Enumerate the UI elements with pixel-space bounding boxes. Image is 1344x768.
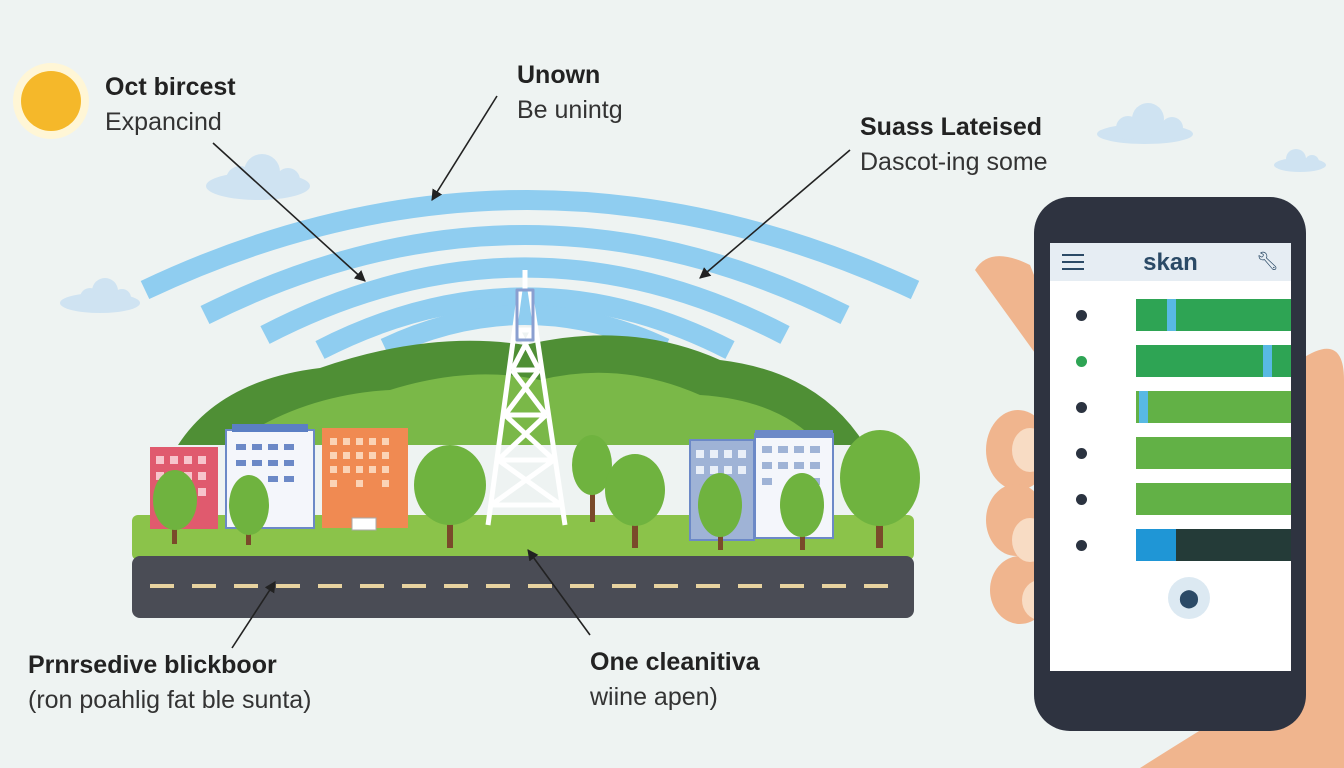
app-title: skan — [1143, 249, 1198, 276]
tree-icon — [780, 473, 824, 550]
building-icon — [322, 428, 408, 531]
tree-icon — [605, 454, 665, 548]
cloud-icon — [206, 154, 310, 200]
tree-icon — [572, 435, 612, 522]
cloud-icon — [1097, 103, 1193, 144]
label-top-center-title: Unown — [517, 61, 601, 89]
list-item-bar-marker — [1263, 345, 1272, 377]
tree-icon — [153, 470, 197, 544]
road — [132, 556, 914, 618]
label-top-left: Oct bircest Expancind — [105, 70, 236, 140]
label-top-left-subtitle: Expancind — [105, 108, 222, 136]
list-item-bar — [1136, 483, 1291, 515]
list-item-bar-marker — [1139, 391, 1148, 423]
list-item[interactable] — [1076, 299, 1291, 331]
label-bottom-left-title: Prnrsedive blickboor — [28, 651, 277, 679]
list-item[interactable] — [1076, 345, 1291, 377]
tree-icon — [698, 473, 742, 550]
label-bottom-center-subtitle: wiine apen) — [590, 683, 718, 711]
list-item-bar — [1136, 391, 1291, 423]
list-item-bar — [1136, 345, 1291, 377]
list-item-bar-marker — [1136, 529, 1176, 561]
label-top-center: Unown Be unintg — [517, 58, 623, 128]
list-item-dot — [1076, 448, 1087, 459]
list-item-dot — [1076, 494, 1087, 505]
list-item-dot — [1076, 310, 1087, 321]
list-item-bar-marker — [1167, 299, 1176, 331]
wrench-icon[interactable]: 🔧︎ — [1256, 251, 1279, 271]
hamburger-menu-icon[interactable] — [1062, 254, 1084, 270]
list-item-dot — [1076, 356, 1087, 367]
cloud-icon — [60, 278, 140, 313]
list-item-bar — [1136, 529, 1291, 561]
list-item-bar — [1136, 299, 1291, 331]
leader-lines — [212, 95, 851, 649]
label-top-left-title: Oct bircest — [105, 73, 236, 101]
list-item[interactable] — [1076, 483, 1291, 515]
label-bottom-center: One cleanitiva wiine apen) — [590, 645, 760, 715]
label-top-right-subtitle: Dascot-ing some — [860, 148, 1048, 176]
microphone-icon[interactable]: ⬤ — [1168, 577, 1210, 619]
tree-icon — [840, 430, 920, 548]
label-bottom-left-subtitle: (ron poahlig fat ble sunta) — [28, 686, 312, 714]
cloud-icon — [1274, 149, 1326, 172]
label-bottom-center-title: One cleanitiva — [590, 648, 760, 676]
list-item[interactable] — [1076, 437, 1291, 469]
signal-waves — [140, 190, 920, 359]
tree-icon — [229, 475, 269, 545]
list-item-dot — [1076, 402, 1087, 413]
tree-icon — [414, 445, 486, 548]
label-bottom-left: Prnrsedive blickboor (ron poahlig fat bl… — [28, 648, 312, 718]
sun-icon — [13, 63, 89, 139]
list-item[interactable] — [1076, 391, 1291, 423]
list-item[interactable] — [1076, 529, 1291, 561]
label-top-center-subtitle: Be unintg — [517, 96, 623, 124]
app-bar: skan 🔧︎ — [1050, 243, 1291, 281]
label-top-right-title: Suass Lateised — [860, 113, 1043, 141]
list-item-bar — [1136, 437, 1291, 469]
smartphone-icon: skan 🔧︎ ⬤ — [1034, 197, 1306, 731]
phone-screen: skan 🔧︎ ⬤ — [1050, 243, 1291, 671]
cell-tower-icon — [485, 270, 568, 526]
label-top-right: Suass Lateised Dascot-ing some — [860, 110, 1048, 180]
list-item-dot — [1076, 540, 1087, 551]
